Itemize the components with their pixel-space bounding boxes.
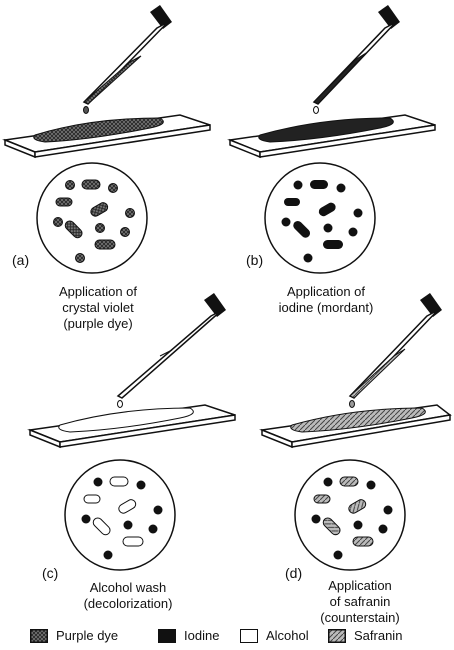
slide-b [227, 114, 436, 159]
slide-a [2, 114, 211, 159]
legend-label-alcohol: Alcohol [266, 628, 309, 643]
caption-d-line-1: Application [328, 578, 392, 593]
panel-a [2, 5, 211, 274]
caption-b: Application of iodine (mordant) [226, 284, 426, 316]
panel-b [227, 5, 436, 274]
field-a [36, 162, 148, 274]
solid-swatch-icon [158, 628, 176, 643]
legend-label-purple-dye: Purple dye [56, 628, 119, 643]
caption-a-line-2: crystal violet [62, 300, 134, 315]
caption-d: Application of safranin (counterstain) [260, 578, 454, 626]
slide-d [259, 404, 452, 449]
caption-a-line-3: (purple dye) [63, 316, 133, 331]
slide-c [27, 404, 236, 449]
legend-item-purple-dye: Purple dye [30, 628, 118, 643]
legend-label-iodine: Iodine [184, 628, 220, 643]
caption-c-line-1: Alcohol wash [89, 580, 167, 595]
panel-c [27, 293, 236, 571]
field-c [64, 459, 176, 571]
panel-d [259, 293, 452, 571]
caption-c: Alcohol wash (decolorization) [28, 580, 228, 612]
caption-a: Application of crystal violet (purple dy… [0, 284, 198, 332]
dropper-a [82, 5, 172, 114]
legend-item-iodine: Iodine [158, 628, 219, 643]
panel-label-d: (d) [285, 565, 303, 581]
caption-a-line-1: Application of [58, 284, 138, 299]
caption-b-line-2: iodine (mordant) [278, 300, 374, 315]
dropper-b [312, 5, 400, 114]
crosshatch-swatch-icon [30, 628, 48, 643]
dropper-d [348, 293, 442, 408]
panel-label-c: (c) [42, 565, 59, 581]
field-b [264, 162, 376, 274]
field-d [294, 459, 406, 571]
legend-item-alcohol: Alcohol [240, 628, 309, 643]
legend: Purple dye Iodine Alcohol Safranin [0, 628, 454, 646]
legend-item-safranin: Safranin [328, 628, 402, 643]
diagonal-swatch-icon [328, 628, 346, 643]
panel-label-b: (b) [246, 252, 264, 268]
caption-d-line-2: of safranin [329, 594, 391, 609]
panel-label-a: (a) [12, 252, 30, 268]
legend-label-safranin: Safranin [354, 628, 403, 643]
caption-d-line-3: (counterstain) [320, 610, 400, 625]
empty-swatch-icon [240, 628, 258, 643]
caption-c-line-2: (decolorization) [83, 596, 173, 611]
dropper-c [116, 293, 226, 408]
caption-b-line-1: Application of [286, 284, 366, 299]
